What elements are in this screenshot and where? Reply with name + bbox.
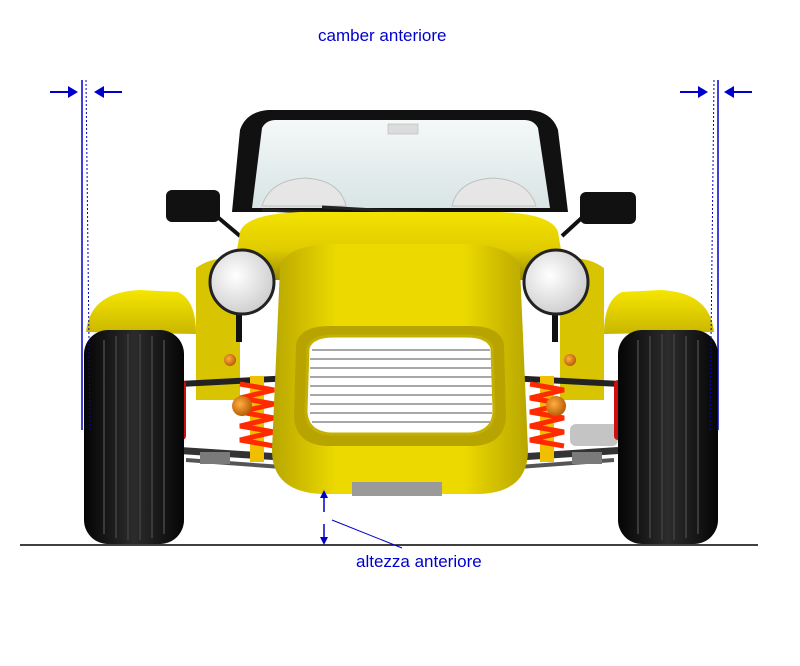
camber-label: camber anteriore [318, 26, 447, 45]
wheel-right [618, 330, 718, 544]
mirror-left [166, 190, 242, 238]
headlamp-left [208, 248, 276, 316]
spring-left [239, 376, 275, 462]
ride-height-indicator [320, 490, 403, 549]
windscreen [232, 110, 568, 216]
arrow-right-icon [50, 86, 78, 98]
arrow-right-icon [680, 86, 708, 98]
mirror-right [560, 192, 636, 238]
spring-right [529, 376, 565, 462]
arrow-left-icon [94, 86, 122, 98]
leader-line [331, 519, 403, 549]
turn-signal-right [546, 396, 566, 416]
turn-signal-left [232, 396, 252, 416]
wheel-left [84, 330, 184, 544]
grille [310, 349, 492, 423]
camber-indicator-left [50, 79, 122, 431]
ride-height-label: altezza anteriore [356, 552, 482, 571]
nose-cone [272, 244, 528, 496]
fender-left [86, 290, 196, 334]
headlamp-right [522, 248, 590, 316]
arrow-left-icon [724, 86, 752, 98]
arrow-down-icon [320, 524, 328, 545]
arrow-up-icon [320, 490, 328, 512]
camber-indicator-right [680, 79, 752, 431]
fender-right [604, 290, 714, 334]
